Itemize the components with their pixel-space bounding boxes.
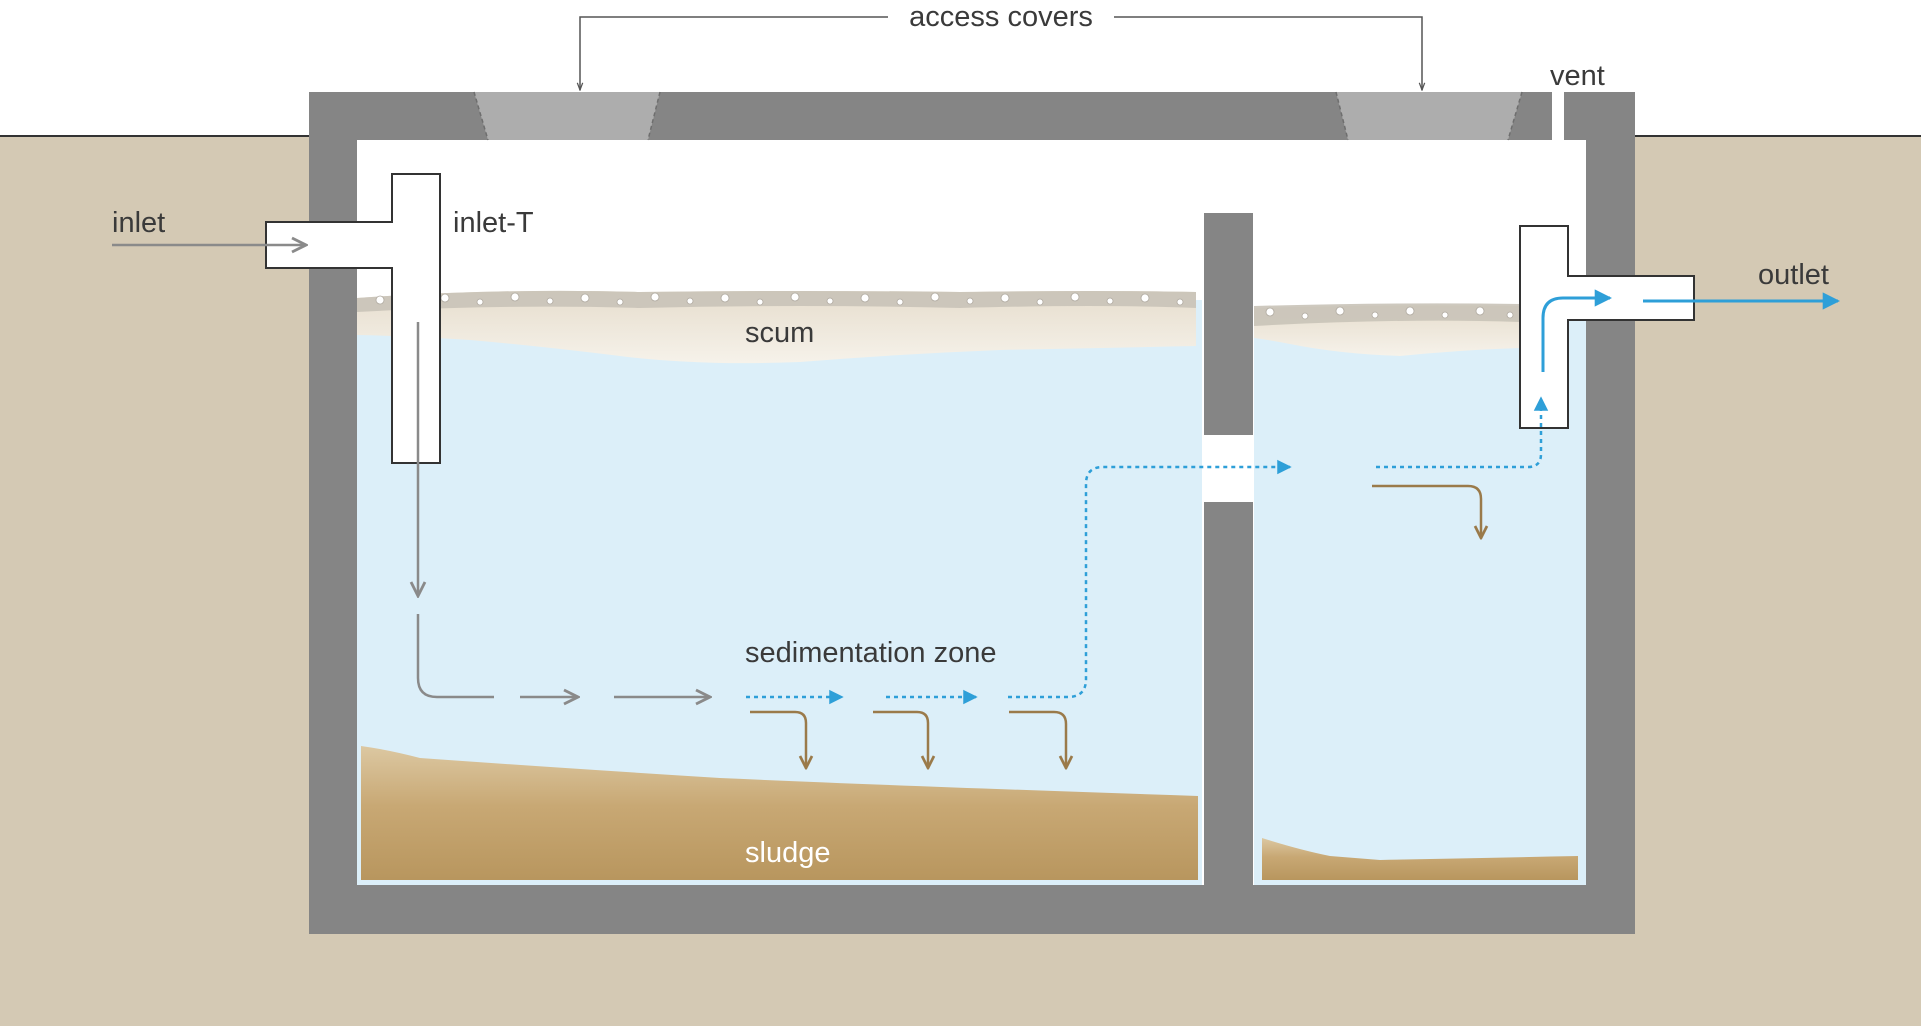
- access-cover-left-edge-1: [473, 91, 489, 141]
- inlet-label: inlet: [112, 207, 165, 239]
- access-cover-right: [1336, 92, 1522, 140]
- scum-bubbles-right: [1254, 303, 1520, 326]
- sludge-label: sludge: [745, 837, 830, 869]
- access-cover-left-edge-2: [647, 91, 661, 141]
- access-cover-left: [474, 92, 660, 140]
- access-covers-bracket: [580, 16, 888, 90]
- inlet-t-label: inlet-T: [453, 207, 534, 239]
- settle-arrow-2: [873, 710, 928, 768]
- flow-elbow-gray: [416, 614, 494, 699]
- settle-arrow-3: [1009, 710, 1066, 768]
- access-cover-right-edge-2: [1507, 91, 1523, 141]
- water-left: [357, 300, 1202, 885]
- sedimentation-zone-label: sedimentation zone: [745, 637, 997, 669]
- access-covers-label: access covers: [909, 1, 1093, 33]
- settle-arrow-4: [1372, 484, 1481, 538]
- scum-bubbles-left: [357, 290, 1196, 312]
- access-cover-right-edge-1: [1335, 91, 1349, 141]
- access-covers-bracket-right: [1114, 16, 1422, 90]
- flow-blue-outlet-curve: [1541, 298, 1610, 372]
- baffle-wall-lower: [1204, 502, 1253, 934]
- flow-blue-path-right: [1376, 398, 1541, 469]
- settle-arrow-1: [750, 710, 806, 768]
- vent-pipe: [1552, 92, 1564, 140]
- scum-layer-left: [357, 290, 1196, 364]
- scum-texture-left: [375, 292, 1184, 307]
- outlet-label: outlet: [1758, 259, 1829, 291]
- flow-blue-path-rise: [1008, 467, 1290, 699]
- outlet-pipe: [1519, 225, 1695, 429]
- scum-texture-right: [1265, 306, 1514, 320]
- sludge-right: [1262, 838, 1578, 880]
- baffle-wall-upper: [1204, 213, 1253, 435]
- vent-label: vent: [1550, 60, 1605, 92]
- inlet-pipe: [265, 173, 441, 464]
- sludge-left: [361, 746, 1198, 880]
- scum-label: scum: [745, 317, 814, 349]
- water-right: [1254, 315, 1586, 885]
